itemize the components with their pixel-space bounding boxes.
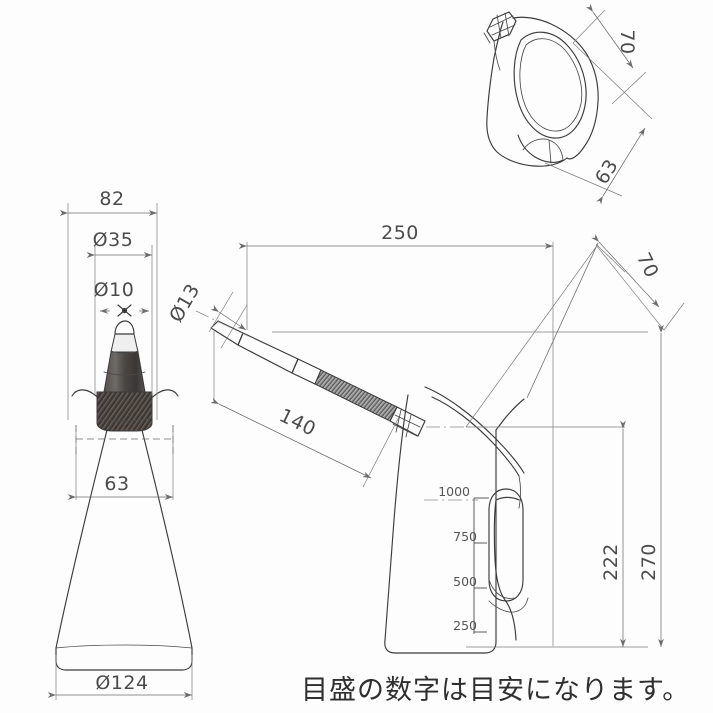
body-shoulder-notch <box>495 496 520 501</box>
dim-label-70-top: 70 <box>616 29 638 54</box>
nozzle-tip-cap <box>114 320 135 335</box>
scale-label-250: 250 <box>453 618 477 633</box>
detail-hose-connector <box>483 11 517 44</box>
main-neck-right <box>495 398 525 431</box>
orifice-cross <box>117 304 132 317</box>
sight-window-shadow <box>488 579 515 599</box>
detail-body-right-outline <box>512 16 599 160</box>
dim-d35: Ø35 <box>86 229 153 395</box>
detail-body-left-outline <box>486 21 568 167</box>
dim-label-70-main: 70 <box>632 249 663 281</box>
dim-70-main: 70 <box>591 233 685 331</box>
sight-window-lower-curve <box>488 597 529 613</box>
nozzle-cone-mid <box>110 333 139 353</box>
main-side-view: 1000 750 500 250 <box>165 222 685 654</box>
scale-label-1000: 1000 <box>438 484 470 499</box>
nozzle-collar <box>96 391 153 432</box>
dim-63-left: 63 <box>67 430 174 500</box>
detail-neck-line <box>493 40 501 71</box>
dim-label-d124: Ø124 <box>95 672 148 694</box>
dim-label-63-left: 63 <box>104 473 129 495</box>
collar-groove <box>96 417 153 422</box>
dim-label-270: 270 <box>638 543 660 581</box>
dim-250: 250 <box>238 222 553 249</box>
dim-70-top-right: 70 <box>572 3 647 105</box>
dim-63-top-right: 63 <box>544 42 653 205</box>
note-text: 目盛の数字は目安になります。 <box>301 675 690 706</box>
nozzle-ring-2 <box>110 350 139 354</box>
nozzle-ring-1 <box>103 371 146 376</box>
wand-bellows <box>314 369 398 422</box>
dim-label-140: 140 <box>276 404 320 440</box>
dim-label-d10: Ø10 <box>94 279 135 301</box>
dim-label-63-top: 63 <box>591 155 623 188</box>
dim-222: 222 <box>600 420 626 647</box>
dim-label-d35: Ø35 <box>93 229 134 251</box>
detail-opening-outer <box>513 31 587 139</box>
scale-markings: 1000 750 500 250 <box>438 484 489 634</box>
wand-end-fitting <box>389 406 426 438</box>
scale-label-500: 500 <box>453 574 477 589</box>
v-line-diagonal-long <box>465 246 597 428</box>
detail-foot-curve <box>522 138 564 161</box>
top-right-detail-view: 70 63 <box>483 3 653 205</box>
wand-barrel-1 <box>237 332 299 374</box>
handle-outer <box>424 386 525 474</box>
dim-270: 270 <box>638 324 664 647</box>
wand-centreline-tip <box>195 310 249 337</box>
detail-foot-split <box>548 139 552 164</box>
left-front-view: 82 Ø35 Ø10 63 Ø124 <box>47 188 193 700</box>
main-body-outline <box>384 394 497 654</box>
body-right-contour <box>493 499 517 641</box>
base-seam <box>55 644 193 649</box>
dim-label-250: 250 <box>381 222 419 244</box>
dim-82: 82 <box>59 188 158 420</box>
nozzle-cone-lower <box>103 351 146 393</box>
handle-junction <box>518 475 521 509</box>
dim-d124: Ø124 <box>47 655 193 700</box>
dim-label-d13: Ø13 <box>165 280 204 326</box>
detail-lower-lobe <box>517 134 564 163</box>
detail-opening-inner <box>519 38 583 132</box>
handle-inner <box>431 396 520 477</box>
dim-label-222: 222 <box>600 543 622 581</box>
v-line-left-dup <box>526 242 599 399</box>
body-outline-front <box>55 417 193 671</box>
scale-label-750: 750 <box>453 529 477 544</box>
dim-label-82: 82 <box>99 188 124 210</box>
dim-d10: Ø10 <box>94 279 149 314</box>
sight-window <box>488 488 524 602</box>
dim-d13: Ø13 <box>165 280 248 349</box>
